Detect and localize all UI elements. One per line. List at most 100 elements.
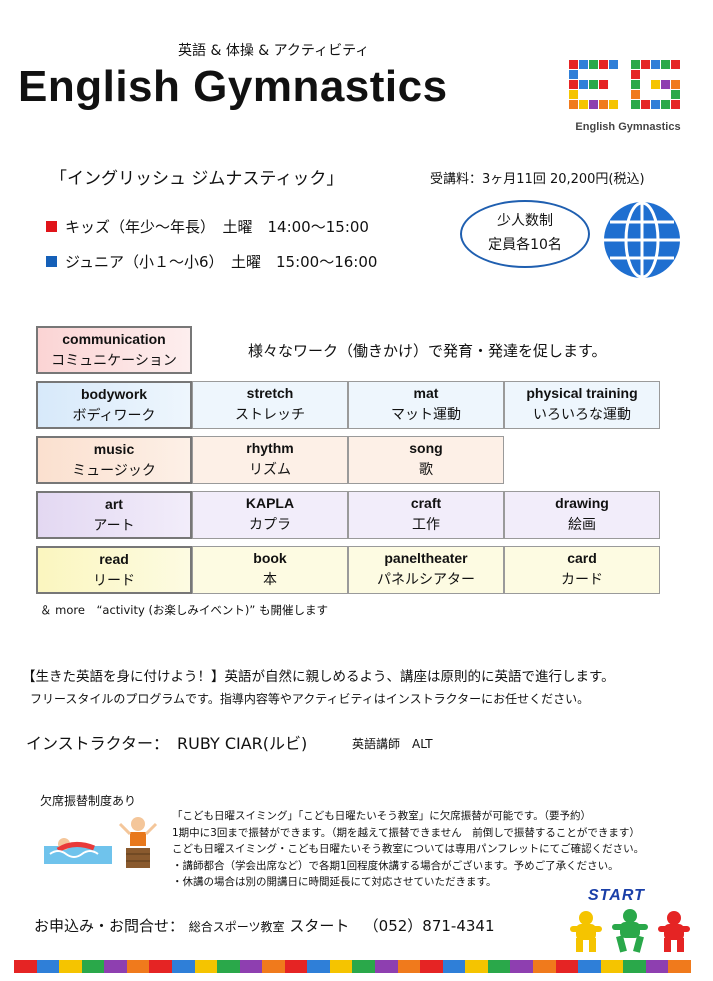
logo-tile xyxy=(671,100,680,109)
logo-tile xyxy=(579,100,588,109)
activity-en: physical training xyxy=(526,385,638,401)
stripe-segment xyxy=(239,960,263,973)
class-kids-text: キッズ（年少～年長） 土曜 14:00～15:00 xyxy=(65,218,369,236)
stripe-segment xyxy=(532,960,556,973)
logo-tile xyxy=(579,80,588,89)
stripe-segment xyxy=(217,960,240,973)
more-text: ＆ more “activity (お楽しみイベント)” も開催します xyxy=(40,603,329,617)
activity-en: bodywork xyxy=(80,386,148,402)
logo-tile xyxy=(651,60,660,69)
activity-en: rhythm xyxy=(246,440,294,456)
activity-jp: 工作 xyxy=(412,517,440,533)
logo-tile xyxy=(661,80,670,89)
capacity-line1: 少人数制 xyxy=(497,213,553,229)
subtitle: 英語 & 体操 & アクティビティ xyxy=(178,43,370,59)
activity-en: drawing xyxy=(555,495,609,511)
logo-tile xyxy=(671,90,680,99)
activity-cell: stretch ストレッチ xyxy=(192,381,348,429)
stripe-segment xyxy=(375,960,398,973)
stripe-segment xyxy=(149,960,172,973)
activity-en: book xyxy=(253,550,287,566)
activity-cell: craft 工作 xyxy=(348,491,504,539)
page-title: English Gymnastics xyxy=(18,62,448,111)
activity-en: read xyxy=(99,551,129,567)
logo-tile xyxy=(651,100,660,109)
stripe-segment xyxy=(578,960,601,973)
capacity-oval: 少人数制 定員各10名 xyxy=(460,200,590,268)
fee-text: 受講料：3ヶ月11回 20,200円(税込) xyxy=(430,172,645,187)
activity-en: art xyxy=(105,496,123,512)
logo-tile xyxy=(569,100,578,109)
contact-line: お申込み・お問合せ： 総合スポーツ教室 スタート （052）871-4341 xyxy=(34,915,495,936)
note-line: ・講師都合（学会出席など）で各期1回程度休講する場合がございます。予めご了承くだ… xyxy=(172,859,619,872)
logo-tile xyxy=(569,60,578,69)
capacity-line2: 定員各10名 xyxy=(488,237,562,253)
logo-tile xyxy=(641,60,650,69)
logo-tile xyxy=(651,80,660,89)
stripe-segment xyxy=(36,960,60,973)
absence-title: 欠席振替制度あり xyxy=(40,794,137,808)
stripe-segment xyxy=(465,960,488,973)
note-line: 「こども日曜スイミング」「こども日曜たいそう教室」に欠席振替が可能です。（要予約… xyxy=(172,810,591,822)
stripe-segment xyxy=(104,960,127,973)
logo-tile xyxy=(589,60,598,69)
contact-phone: （052）871-4341 xyxy=(363,917,495,935)
activity-jp: 本 xyxy=(263,572,277,588)
logo-caption: English Gymnastics xyxy=(575,121,681,133)
globe-icon xyxy=(604,201,680,279)
activity-jp: 絵画 xyxy=(568,517,596,533)
color-stripe xyxy=(14,960,691,973)
stripe-segment xyxy=(645,960,669,973)
communication-desc: 様々なワーク（働きかけ）で発育・発達を促します。 xyxy=(248,342,607,360)
activity-cell: drawing 絵画 xyxy=(504,491,660,539)
activity-en: mat xyxy=(413,385,439,401)
stripe-segment xyxy=(81,960,105,973)
activity-cell: mat マット運動 xyxy=(348,381,504,429)
stripe-segment xyxy=(14,960,37,973)
red-square-icon xyxy=(46,221,57,232)
activity-en: stretch xyxy=(246,385,294,401)
activity-jp: 歌 xyxy=(419,462,433,478)
paragraph-english: 【生きた英語を身に付けよう！】英語が自然に親しめるよう、講座は原則的に英語で進行… xyxy=(22,669,615,685)
activity-en: music xyxy=(93,441,135,457)
logo-tile xyxy=(631,60,640,69)
logo-tile xyxy=(579,60,588,69)
activity-en: card xyxy=(567,550,597,566)
stripe-segment xyxy=(194,960,218,973)
logo-tile xyxy=(631,80,640,89)
note-line: ・休講の場合は別の開講日に時間延長にて対応させていただきます。 xyxy=(172,876,497,888)
class-kids: キッズ（年少～年長） 土曜 14:00～15:00 xyxy=(46,216,369,237)
activity-en: paneltheater xyxy=(384,550,468,566)
contact-org: 総合スポーツ教室 xyxy=(188,920,285,934)
logo-tile xyxy=(569,80,578,89)
logo-tile xyxy=(589,80,598,89)
logo-tile xyxy=(641,100,650,109)
stripe-segment xyxy=(329,960,353,973)
activity-jp: ストレッチ xyxy=(235,407,305,423)
logo-tile xyxy=(631,100,640,109)
activity-jp: パネルシアター xyxy=(377,572,475,588)
stripe-segment xyxy=(307,960,330,973)
swimmer-illustration xyxy=(44,838,112,864)
activity-cell: paneltheater パネルシアター xyxy=(348,546,504,594)
communication-en: communication xyxy=(62,331,166,347)
activity-jp: マット運動 xyxy=(391,407,461,423)
stripe-segment xyxy=(510,960,533,973)
note-line: 1期中に3回まで振替ができます。（期を越えて振替できません 前倒しで振替すること… xyxy=(172,826,640,839)
activity-en: craft xyxy=(410,495,442,511)
logo-tile xyxy=(569,70,578,79)
stripe-segment xyxy=(284,960,308,973)
logo-tile xyxy=(599,80,608,89)
logo-tile xyxy=(609,100,618,109)
logo-tile xyxy=(661,60,670,69)
eg-logo xyxy=(569,60,680,109)
instructor-label: インストラクター： RUBY CIAR(ルビ) xyxy=(26,734,308,753)
stripe-segment xyxy=(171,960,195,973)
